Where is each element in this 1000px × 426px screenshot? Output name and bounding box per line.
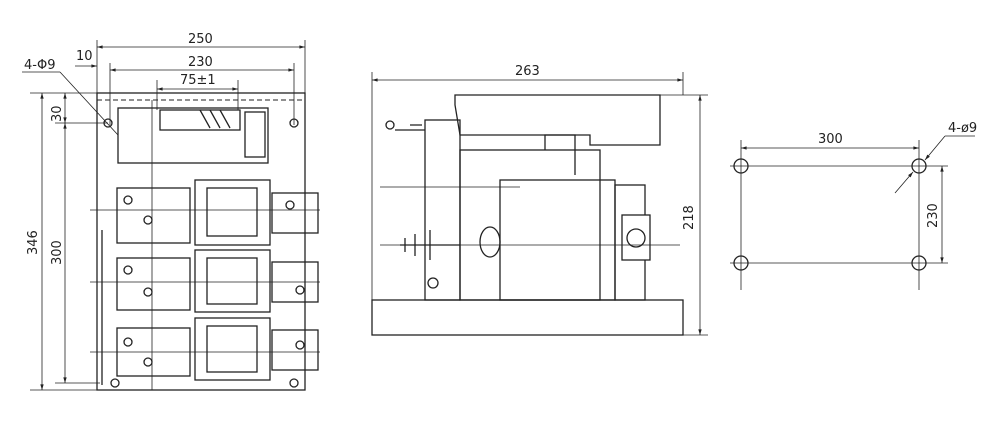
dim-plan-width: 300 xyxy=(818,132,843,147)
dim-height: 218 xyxy=(682,205,697,230)
pole-3 xyxy=(90,317,320,381)
dim-depth: 263 xyxy=(515,64,540,79)
pole-1 xyxy=(90,179,320,246)
front-view: 250 230 10 75±1 4-Φ9 346 30 300 xyxy=(22,32,320,391)
dim-plan-height: 230 xyxy=(926,203,941,228)
dim-overall-height: 346 xyxy=(26,230,41,255)
pole-2 xyxy=(90,249,320,313)
dim-hole-spacing: 230 xyxy=(188,55,213,70)
dim-plan-holes-label: 4-ø9 xyxy=(948,121,977,136)
dim-hole-height: 300 xyxy=(50,240,65,265)
dim-holes-label: 4-Φ9 xyxy=(24,58,55,73)
dim-overall-width: 250 xyxy=(188,32,213,47)
side-view: 263 218 xyxy=(371,64,708,336)
dim-offset: 10 xyxy=(76,49,93,64)
mounting-plan: 300 230 4-ø9 xyxy=(730,121,977,290)
dim-top-offset: 30 xyxy=(50,105,65,122)
dim-pole-spacing: 75±1 xyxy=(180,73,216,88)
